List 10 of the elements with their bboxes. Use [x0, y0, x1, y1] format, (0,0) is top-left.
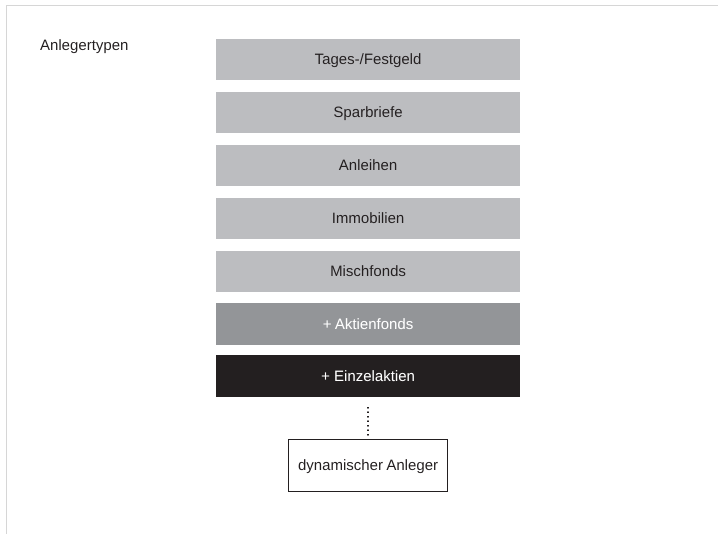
heading-label: Anlegertypen — [40, 37, 128, 54]
dotted-connector — [367, 407, 369, 436]
asset-bar: Immobilien — [216, 198, 520, 239]
asset-bar: Mischfonds — [216, 251, 520, 292]
asset-bar: Anleihen — [216, 145, 520, 186]
asset-bar: + Einzelaktien — [216, 355, 520, 397]
asset-bar: Tages-/Festgeld — [216, 39, 520, 80]
investor-type-box: dynamischer Anleger — [288, 439, 448, 492]
asset-bar: Sparbriefe — [216, 92, 520, 133]
asset-bar: + Aktienfonds — [216, 303, 520, 345]
